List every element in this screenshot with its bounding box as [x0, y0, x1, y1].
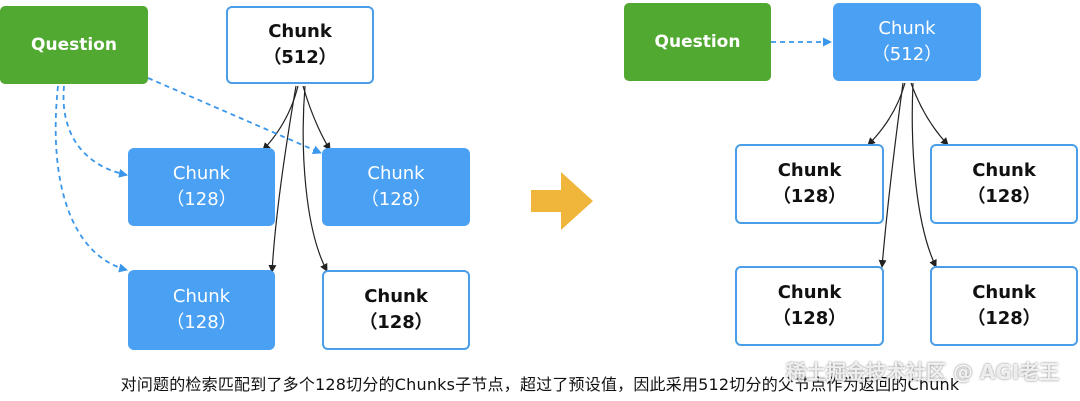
chunk-title: Chunk	[172, 286, 231, 307]
right-parent-chunk: Chunk （512）	[833, 3, 981, 81]
chunk-size: （128）	[360, 189, 432, 210]
right-child-chunk-4: Chunk （128）	[930, 266, 1078, 346]
left-child-chunk-4: Chunk （128）	[322, 270, 470, 350]
chunk-size: （128）	[772, 308, 847, 329]
chunk-size: （128）	[166, 189, 237, 210]
edge-left-parent-child3	[268, 85, 297, 273]
chunk-size: （128）	[166, 312, 237, 333]
edge-right-parent-child3	[878, 82, 904, 268]
left-child-chunk-3: Chunk （128）	[128, 270, 275, 350]
edge-left-parent-child1	[262, 85, 299, 151]
left-question-box: Question	[0, 6, 148, 84]
edge-left-question-child1	[62, 85, 128, 178]
edge-left-parent-child2	[302, 85, 331, 151]
chunk-title: Chunk	[364, 286, 428, 307]
left-parent-chunk: Chunk （512）	[226, 6, 374, 84]
edge-right-parent-child2	[910, 82, 949, 146]
chunk-title: Chunk	[777, 160, 842, 181]
chunk-size: （128）	[967, 308, 1041, 329]
chunk-title: Chunk	[972, 282, 1036, 303]
right-child-chunk-2: Chunk （128）	[930, 144, 1078, 224]
chunk-title: Chunk	[172, 163, 231, 184]
edge-right-parent-child4	[911, 82, 937, 268]
transition-arrow-icon	[531, 172, 593, 230]
chunk-title: Chunk	[367, 163, 425, 184]
chunk-title: Chunk	[972, 160, 1036, 181]
right-child-chunk-1: Chunk （128）	[735, 144, 884, 224]
right-question-label: Question	[654, 32, 741, 52]
edge-left-parent-child4	[302, 85, 328, 272]
chunk-title: Chunk	[268, 21, 332, 42]
chunk-size: （512）	[263, 47, 337, 68]
chunk-title: Chunk	[777, 282, 842, 303]
chunk-size: （512）	[871, 44, 943, 65]
right-child-chunk-3: Chunk （128）	[735, 266, 884, 346]
chunk-title: Chunk	[878, 18, 936, 39]
edge-left-question-child2	[147, 77, 322, 154]
left-child-chunk-2: Chunk （128）	[322, 148, 470, 226]
edge-right-parent-child1	[867, 82, 906, 146]
diagram-caption: 对问题的检索匹配到了多个128切分的Chunks子节点，超过了预设值，因此采用5…	[120, 375, 960, 394]
chunk-size: （128）	[772, 186, 847, 207]
chunk-size: （128）	[359, 312, 433, 333]
left-question-label: Question	[31, 35, 117, 55]
right-question-box: Question	[624, 3, 771, 81]
watermark: 稀土掘金技术社区 @ AGI老王	[786, 360, 1060, 384]
edge-left-question-child3	[54, 85, 128, 273]
left-child-chunk-1: Chunk （128）	[128, 148, 275, 226]
chunk-size: （128）	[967, 186, 1041, 207]
